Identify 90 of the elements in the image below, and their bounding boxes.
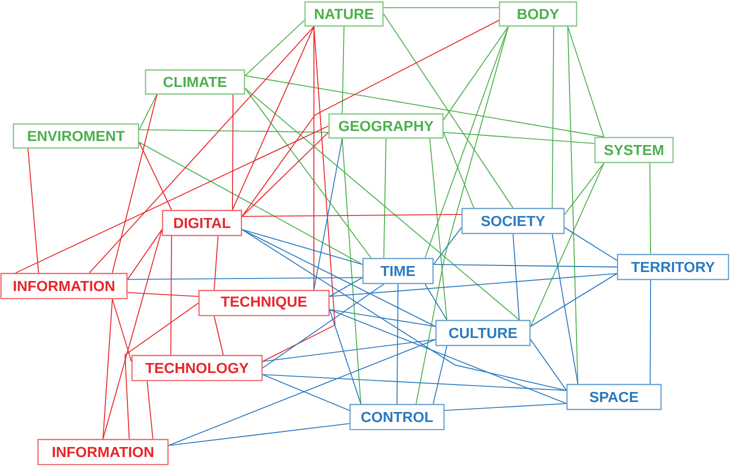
label-box: TIME [362, 258, 434, 284]
connector-line [424, 26, 509, 258]
connector-line [262, 26, 336, 362]
connector-line [443, 132, 474, 208]
connector-line [329, 309, 362, 404]
connector-line [138, 142, 363, 265]
connector-line [15, 126, 329, 274]
connector-line [329, 277, 363, 297]
connector-line [564, 162, 604, 215]
connector-line [168, 423, 350, 446]
connector-line [432, 346, 448, 404]
connector-line [329, 273, 618, 297]
connector-line [552, 26, 554, 208]
label-box: NATURE [304, 1, 384, 27]
connector-line [433, 227, 462, 265]
connector-line [512, 234, 520, 320]
connector-line [530, 273, 618, 327]
connector-line [124, 302, 199, 440]
connector-line [28, 148, 40, 274]
connector-line [244, 88, 520, 320]
connector-line [429, 138, 448, 320]
label-box: SYSTEM [594, 136, 674, 164]
connector-line [567, 26, 578, 384]
connector-line [396, 284, 398, 404]
connector-line [433, 264, 618, 268]
connector-line [649, 162, 652, 254]
connector-line [567, 26, 604, 138]
label-box: BODY [498, 1, 578, 27]
connector-line [313, 138, 343, 290]
connector-line [214, 236, 218, 290]
connector-line [138, 142, 172, 210]
connector-line [329, 309, 436, 327]
label-box: INFORMATION [0, 272, 128, 300]
connector-line [112, 94, 158, 274]
connector-line [242, 20, 500, 217]
connector-line [564, 227, 618, 261]
label-box: SPACE [566, 384, 662, 410]
connector-line [242, 229, 567, 391]
label-box: CLIMATE [144, 69, 246, 95]
connector-line [232, 94, 234, 210]
connector-line [443, 26, 509, 120]
connector-line [262, 339, 436, 362]
connector-line [443, 132, 595, 144]
connector-line [530, 162, 604, 327]
label-box: TERRITORY [616, 254, 730, 280]
label-box: TECHNIQUE [198, 290, 330, 316]
connector-line [102, 229, 162, 440]
label-box: GEOGRAPHY [328, 113, 444, 139]
connector-line [244, 75, 604, 138]
connector-line [650, 280, 652, 384]
connector-line [329, 309, 567, 404]
label-box: CULTURE [435, 320, 531, 346]
connector-line [127, 292, 199, 297]
label-box: TECHNOLOGY [131, 354, 263, 382]
connector-line [138, 94, 158, 130]
connector-line [242, 132, 329, 217]
connector-line [112, 298, 132, 362]
label-box: SOCIETY [461, 208, 565, 234]
connector-line [242, 229, 436, 327]
connector-line [342, 26, 344, 114]
connector-line [244, 20, 305, 76]
label-box: INFORMATION [37, 438, 169, 466]
connector-line [262, 284, 384, 368]
connector-line [170, 236, 172, 356]
connector-line [383, 14, 514, 208]
connector-line [444, 403, 567, 411]
connector-line [168, 339, 436, 446]
connector-line [383, 7, 500, 8]
label-box: DIGITAL [162, 210, 242, 236]
connector-line [138, 129, 329, 133]
connector-line [242, 229, 363, 265]
connector-line [552, 234, 578, 384]
connector-line [127, 229, 162, 280]
connector-line [244, 88, 372, 258]
connector-line [88, 26, 314, 274]
connector-line [416, 26, 509, 404]
label-box: CONTROL [349, 404, 445, 430]
connector-line [424, 284, 448, 320]
connector-line [342, 138, 362, 404]
connector-line [146, 380, 154, 440]
connector-line [232, 26, 314, 210]
connector-line [262, 374, 350, 411]
connector-line [214, 316, 224, 356]
connector-line [530, 339, 567, 391]
connector-line [383, 138, 386, 258]
connector-line [262, 374, 567, 391]
connector-line [102, 298, 113, 440]
connector-line [127, 277, 363, 280]
label-box: ENVIROMENT [12, 123, 140, 149]
connector-line [242, 214, 462, 217]
